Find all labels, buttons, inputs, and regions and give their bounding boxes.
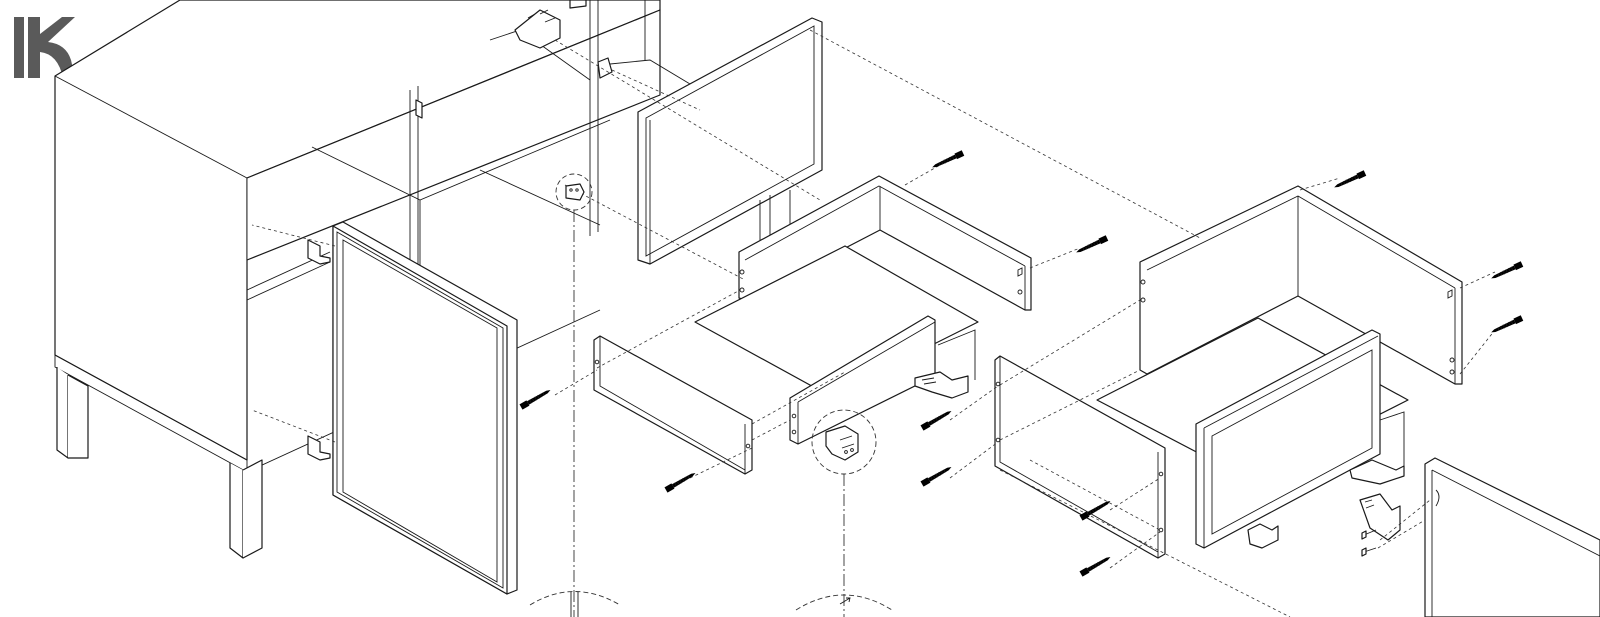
cabinet-body bbox=[54, 0, 701, 559]
assembly-guide-lines bbox=[251, 29, 1496, 617]
cabinet-door-right bbox=[637, 17, 823, 265]
callout-runner-detail bbox=[795, 409, 893, 617]
small-screws bbox=[1361, 529, 1377, 557]
drawer-2-side-panel bbox=[994, 355, 1166, 559]
drawer-2-front bbox=[1195, 329, 1405, 549]
drawer-1-front-panel bbox=[789, 315, 969, 445]
brand-logo bbox=[14, 17, 75, 78]
door-partial-right bbox=[1424, 457, 1600, 617]
drawer-1-frame bbox=[694, 175, 1032, 397]
drawer-1-side-panel bbox=[593, 335, 753, 475]
callout-hinge-detail bbox=[529, 173, 621, 617]
cabinet-door-left bbox=[332, 221, 518, 595]
